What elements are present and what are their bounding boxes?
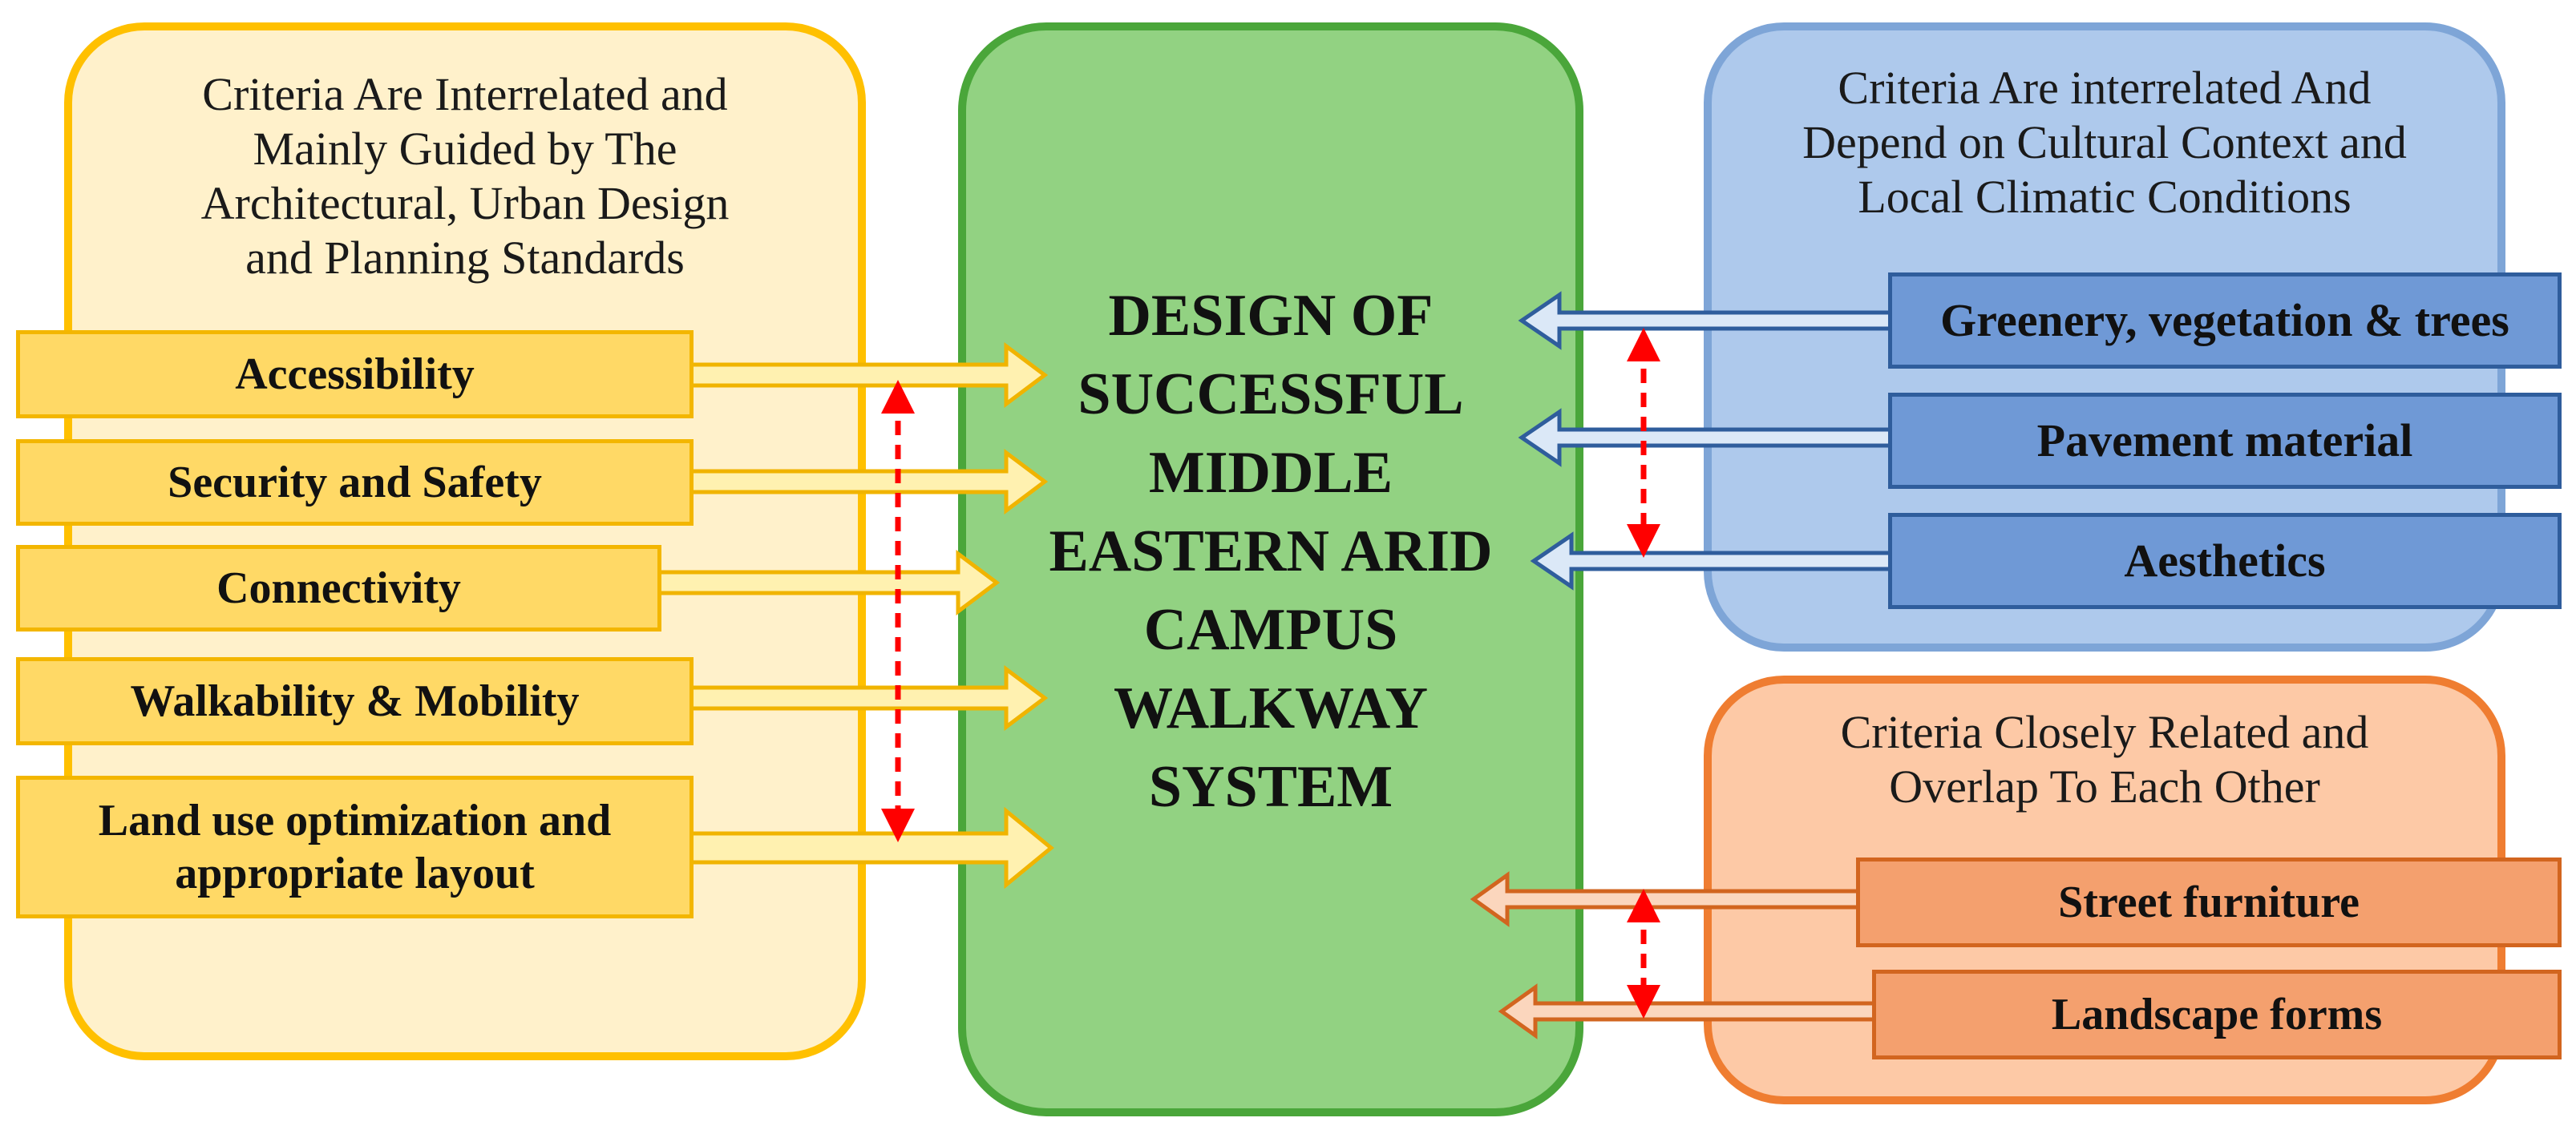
street-furniture-arrow: [1470, 871, 1862, 927]
standards-criteria-heading: Criteria Are Interrelated and Mainly Gui…: [200, 68, 730, 284]
overlapping-criteria-heading: Criteria Closely Related and Overlap To …: [1840, 706, 2369, 813]
pavement-material-arrow: [1518, 408, 1895, 467]
criterion-connectivity: Connectivity: [16, 545, 661, 632]
criterion-aesthetics: Aesthetics: [1888, 513, 2562, 609]
aesthetics-arrow: [1530, 531, 1895, 591]
land-use-arrow: [687, 806, 1054, 890]
criterion-accessibility: Accessibility: [16, 330, 694, 418]
greenery-arrow: [1518, 291, 1895, 350]
criterion-security-and-safety: Security and Safety: [16, 439, 694, 526]
landscape-forms-arrow: [1498, 983, 1878, 1039]
accessibility-arrow: [687, 342, 1049, 408]
criterion-walkability-and-mobility: Walkability & Mobility: [16, 657, 694, 745]
criterion-street-furniture: Street furniture: [1856, 858, 2562, 947]
criterion-pavement-material: Pavement material: [1888, 393, 2562, 489]
criterion-greenery-vegetation-trees: Greenery, vegetation & trees: [1888, 272, 2562, 369]
connectivity-arrow: [655, 550, 1001, 615]
walkability-and-mobility-arrow: [687, 665, 1049, 731]
cultural-climatic-criteria-heading: Criteria Are interrelated And Depend on …: [1802, 62, 2407, 223]
criterion-landscape-forms: Landscape forms: [1872, 970, 2562, 1059]
campus-walkway-system-title: DESIGN OF SUCCESSFUL MIDDLE EASTERN ARID…: [1049, 283, 1493, 820]
security-and-safety-arrow: [687, 449, 1049, 515]
criterion-land-use-optimization: Land use optimization and appropriate la…: [16, 776, 694, 918]
campus-walkway-system-panel: [958, 22, 1583, 1116]
